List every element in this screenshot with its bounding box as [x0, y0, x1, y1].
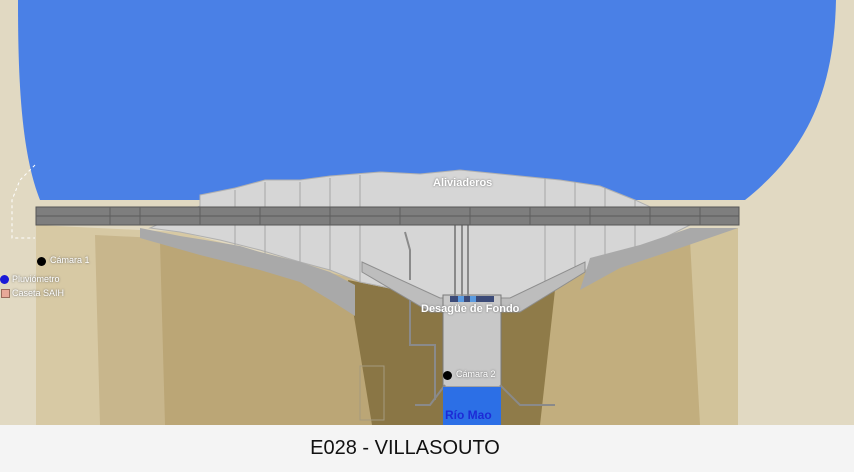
rain-gauge-label[interactable]: Pluviómetro — [12, 274, 60, 284]
footer-bar — [0, 425, 854, 472]
camera-1-label[interactable]: Cámara 1 — [50, 255, 90, 265]
river-water — [443, 387, 501, 425]
camera-2-icon[interactable] — [443, 371, 452, 380]
camera-1-icon[interactable] — [37, 257, 46, 266]
gorge — [348, 280, 445, 425]
station-title: E028 - VILLASOUTO — [310, 437, 500, 459]
spillways-label: Aliviaderos — [433, 177, 493, 189]
camera-2-label[interactable]: Cámara 2 — [456, 369, 496, 379]
saih-hut-label[interactable]: Caseta SAIH — [12, 288, 65, 298]
gallery-shaft — [359, 365, 385, 421]
dam-diagram — [0, 0, 854, 425]
dam-steps-right — [580, 228, 738, 290]
dam-steps-left — [140, 228, 355, 316]
saih-hut-icon[interactable] — [1, 289, 10, 298]
bottom-outlet-label: Desagüe de Fondo — [421, 303, 520, 315]
rain-gauge-icon[interactable] — [0, 275, 9, 284]
river-label: Río Mao — [445, 408, 492, 422]
outlet-tower — [442, 294, 502, 388]
crest-posts — [109, 207, 701, 225]
gorge-right — [500, 290, 555, 425]
reservoir-water — [18, 0, 836, 200]
access-path — [11, 164, 36, 239]
